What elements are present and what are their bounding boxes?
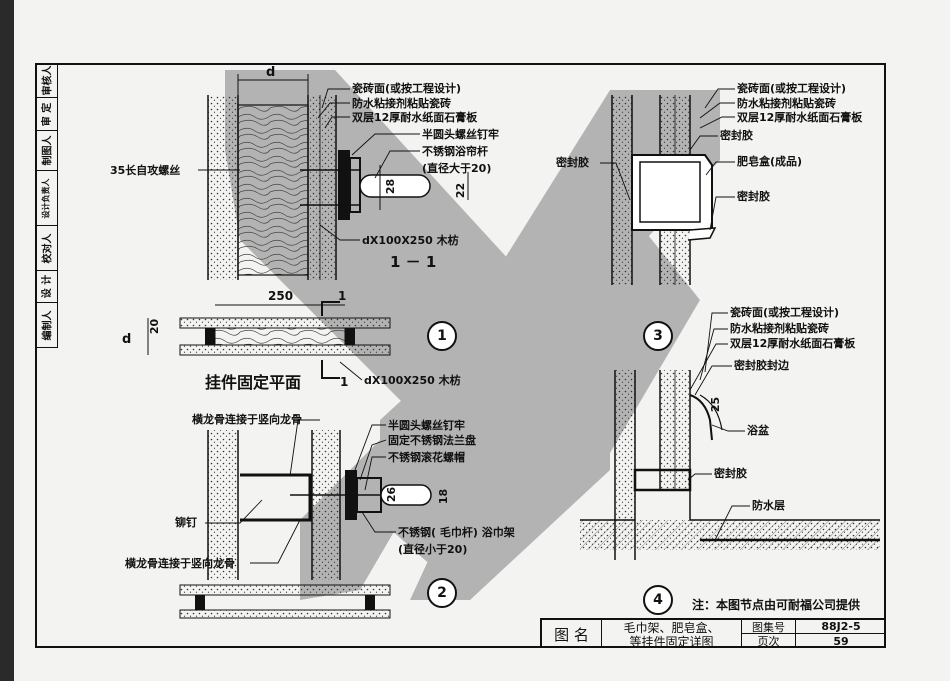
plan-dim-d-label: d xyxy=(122,332,132,347)
title-block: 图 名 毛巾架、肥皂盒、 等挂件固定详图 图集号 88J2-5 页次 59 xyxy=(540,618,886,649)
detail-4-section xyxy=(580,370,880,560)
dim-25-label: 25 xyxy=(709,396,723,413)
detail-3-section xyxy=(611,95,717,285)
rivet-label: 铆钉 xyxy=(175,516,197,529)
d3-tile-face-label: 瓷砖面(或按工程设计) xyxy=(737,82,847,95)
sealant-edge-label: 密封胶封边 xyxy=(734,359,789,372)
page-value: 59 xyxy=(833,634,849,648)
leader-lines xyxy=(198,88,750,564)
note-text: 注：本图节点由可耐福公司提供 xyxy=(692,598,861,612)
keel-bottom-label: 横龙骨连接于竖向龙骨 xyxy=(125,557,235,570)
waterproof-layer-label: 防水层 xyxy=(752,499,785,512)
binding-spine xyxy=(0,0,14,681)
sidebar-cell: 设计负责人 xyxy=(35,171,57,226)
detail-number-4: 4 xyxy=(643,585,673,615)
adhesive-label: 防水粘接剂粘贴瓷砖 xyxy=(352,97,451,110)
sidebar-cell: 编制人 xyxy=(35,303,57,348)
knurled-nut-label: 不锈钢滚花螺帽 xyxy=(388,451,465,464)
rod-label: 不锈钢浴帘杆 xyxy=(422,145,488,158)
d4-tile-face-label: 瓷砖面(或按工程设计) xyxy=(730,306,840,319)
self-tapping-screw-label: 35长自攻螺丝 xyxy=(110,164,181,177)
title-name-line-1: 毛巾架、肥皂盒、 xyxy=(602,620,742,635)
plan-title: 挂件固定平面 xyxy=(205,373,302,392)
sidebar-cell: 审核人 xyxy=(35,63,57,98)
plan-wood-block-label: dX100X250 木枋 xyxy=(364,374,461,387)
detail-1-section xyxy=(207,74,469,280)
detail-2-section xyxy=(179,430,432,619)
title-name-line-2: 等挂件固定详图 xyxy=(602,634,742,649)
plan-view xyxy=(147,301,391,379)
sidebar-cell: 设 计 xyxy=(35,271,57,303)
title-label: 图 名 xyxy=(542,620,602,648)
detail-number-2: 2 xyxy=(427,578,457,608)
section-mark-top: 1 xyxy=(338,289,347,303)
page-label: 页次 xyxy=(742,634,796,648)
dim-26-label: 26 xyxy=(385,486,399,503)
keel-top-label: 横龙骨连接于竖向龙骨 xyxy=(192,413,302,426)
sidebar-cell: 校对人 xyxy=(35,226,57,271)
section-1-1-label: 1 － 1 xyxy=(390,253,437,271)
towel-rack-label: 不锈钢( 毛巾杆) 浴巾架 xyxy=(398,526,515,539)
detail-number-3: 3 xyxy=(643,321,673,351)
soap-box-label: 肥皂盒(成品) xyxy=(737,155,803,168)
d4-adhesive-label: 防水粘接剂粘贴瓷砖 xyxy=(730,322,829,335)
wood-block-label: dX100X250 木枋 xyxy=(362,234,459,247)
dim-22-label: 22 xyxy=(454,182,468,199)
sidebar-cell: 制图人 xyxy=(35,131,57,171)
detail-number-1: 1 xyxy=(427,321,457,351)
rod-diameter-label: (直径大于20) xyxy=(422,162,492,175)
sidebar-cell: 审 定 xyxy=(35,98,57,131)
dim-250-label: 250 xyxy=(268,289,294,303)
d3-gypsum-board-label: 双层12厚耐水纸面石膏板 xyxy=(737,111,863,124)
half-round-screw-label: 半圆头螺丝钉牢 xyxy=(422,128,499,141)
tile-face-label: 瓷砖面(或按工程设计) xyxy=(352,82,462,95)
d3-adhesive-label: 防水粘接剂粘贴瓷砖 xyxy=(737,97,836,110)
dim-20-label: 20 xyxy=(148,318,162,335)
dim-28-label: 28 xyxy=(384,178,398,195)
gypsum-board-label: 双层12厚耐水纸面石膏板 xyxy=(352,111,478,124)
atlas-value: 88J2-5 xyxy=(796,620,886,634)
drawing-frame xyxy=(35,63,886,648)
bathtub-label: 浴盆 xyxy=(747,424,769,437)
review-sidebar: 审核人 审 定 制图人 设计负责人 校对人 设 计 编制人 xyxy=(35,63,58,348)
d3-sealant-left-label: 密封胶 xyxy=(556,156,589,169)
d4-gypsum-board-label: 双层12厚耐水纸面石膏板 xyxy=(730,337,856,350)
atlas-label: 图集号 xyxy=(742,620,796,634)
flange-label: 固定不锈钢法兰盘 xyxy=(388,434,476,447)
rack-diameter-label: (直径小于20) xyxy=(398,543,468,556)
d3-sealant-2-label: 密封胶 xyxy=(737,190,770,203)
dim-18-label: 18 xyxy=(437,488,451,505)
half-round-screw-2-label: 半圆头螺丝钉牢 xyxy=(388,419,465,432)
d4-sealant-label: 密封胶 xyxy=(714,467,747,480)
dim-d-label: d xyxy=(266,65,276,80)
section-mark-bottom: 1 xyxy=(340,375,349,389)
d3-sealant-1-label: 密封胶 xyxy=(720,129,753,142)
